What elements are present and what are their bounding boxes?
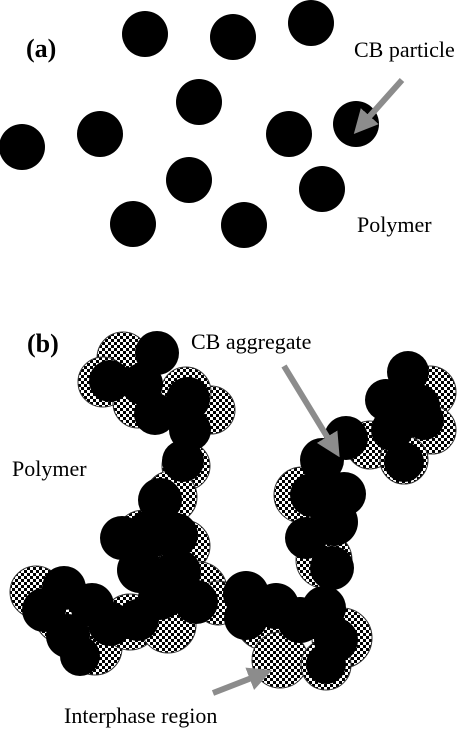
interphase-pointer-arrow xyxy=(211,667,273,696)
cb-particle xyxy=(333,101,379,147)
aggregate-pointer-arrow xyxy=(281,364,340,458)
cb-particle-label: CB particle xyxy=(354,37,455,62)
cb-particle xyxy=(221,202,267,248)
particle-pointer-arrow xyxy=(353,78,405,135)
panel-b: (b) xyxy=(9,329,457,728)
aggregate-particle xyxy=(162,440,204,482)
cb-particle xyxy=(266,111,312,157)
aggregate-particle xyxy=(285,517,327,559)
cb-aggregate xyxy=(22,331,444,684)
cb-particle xyxy=(210,14,256,60)
aggregate-particle xyxy=(134,393,176,435)
cb-particle xyxy=(176,79,222,125)
panel-b-label: (b) xyxy=(27,329,59,358)
cb-particle xyxy=(110,201,156,247)
cb-particle xyxy=(166,157,212,203)
panel-a-label: (a) xyxy=(26,34,56,63)
cb-particle xyxy=(0,124,45,170)
aggregate-particle xyxy=(322,472,366,516)
aggregate-particle xyxy=(371,409,413,451)
aggregate-particle xyxy=(404,400,444,440)
aggregate-particle xyxy=(60,636,100,676)
polymer-label-b: Polymer xyxy=(12,456,87,481)
cb-particle xyxy=(122,11,168,57)
aggregate-particle xyxy=(306,644,346,684)
cb-aggregate-label: CB aggregate xyxy=(191,329,311,354)
aggregate-particle xyxy=(89,360,131,402)
aggregate-particle xyxy=(154,513,198,557)
panel-a: (a) CB particle Polymer xyxy=(0,0,455,248)
aggregate-particle xyxy=(174,580,218,624)
aggregate-particle xyxy=(117,599,159,641)
dispersed-particles xyxy=(0,0,379,248)
aggregate-particle xyxy=(384,442,424,482)
aggregate-particle xyxy=(310,546,354,590)
aggregate-particle xyxy=(166,377,210,421)
interphase-label: Interphase region xyxy=(64,703,217,728)
cb-particle xyxy=(288,0,334,46)
polymer-label-a: Polymer xyxy=(357,212,432,237)
cb-particle xyxy=(77,111,123,157)
cb-particle xyxy=(299,166,345,212)
